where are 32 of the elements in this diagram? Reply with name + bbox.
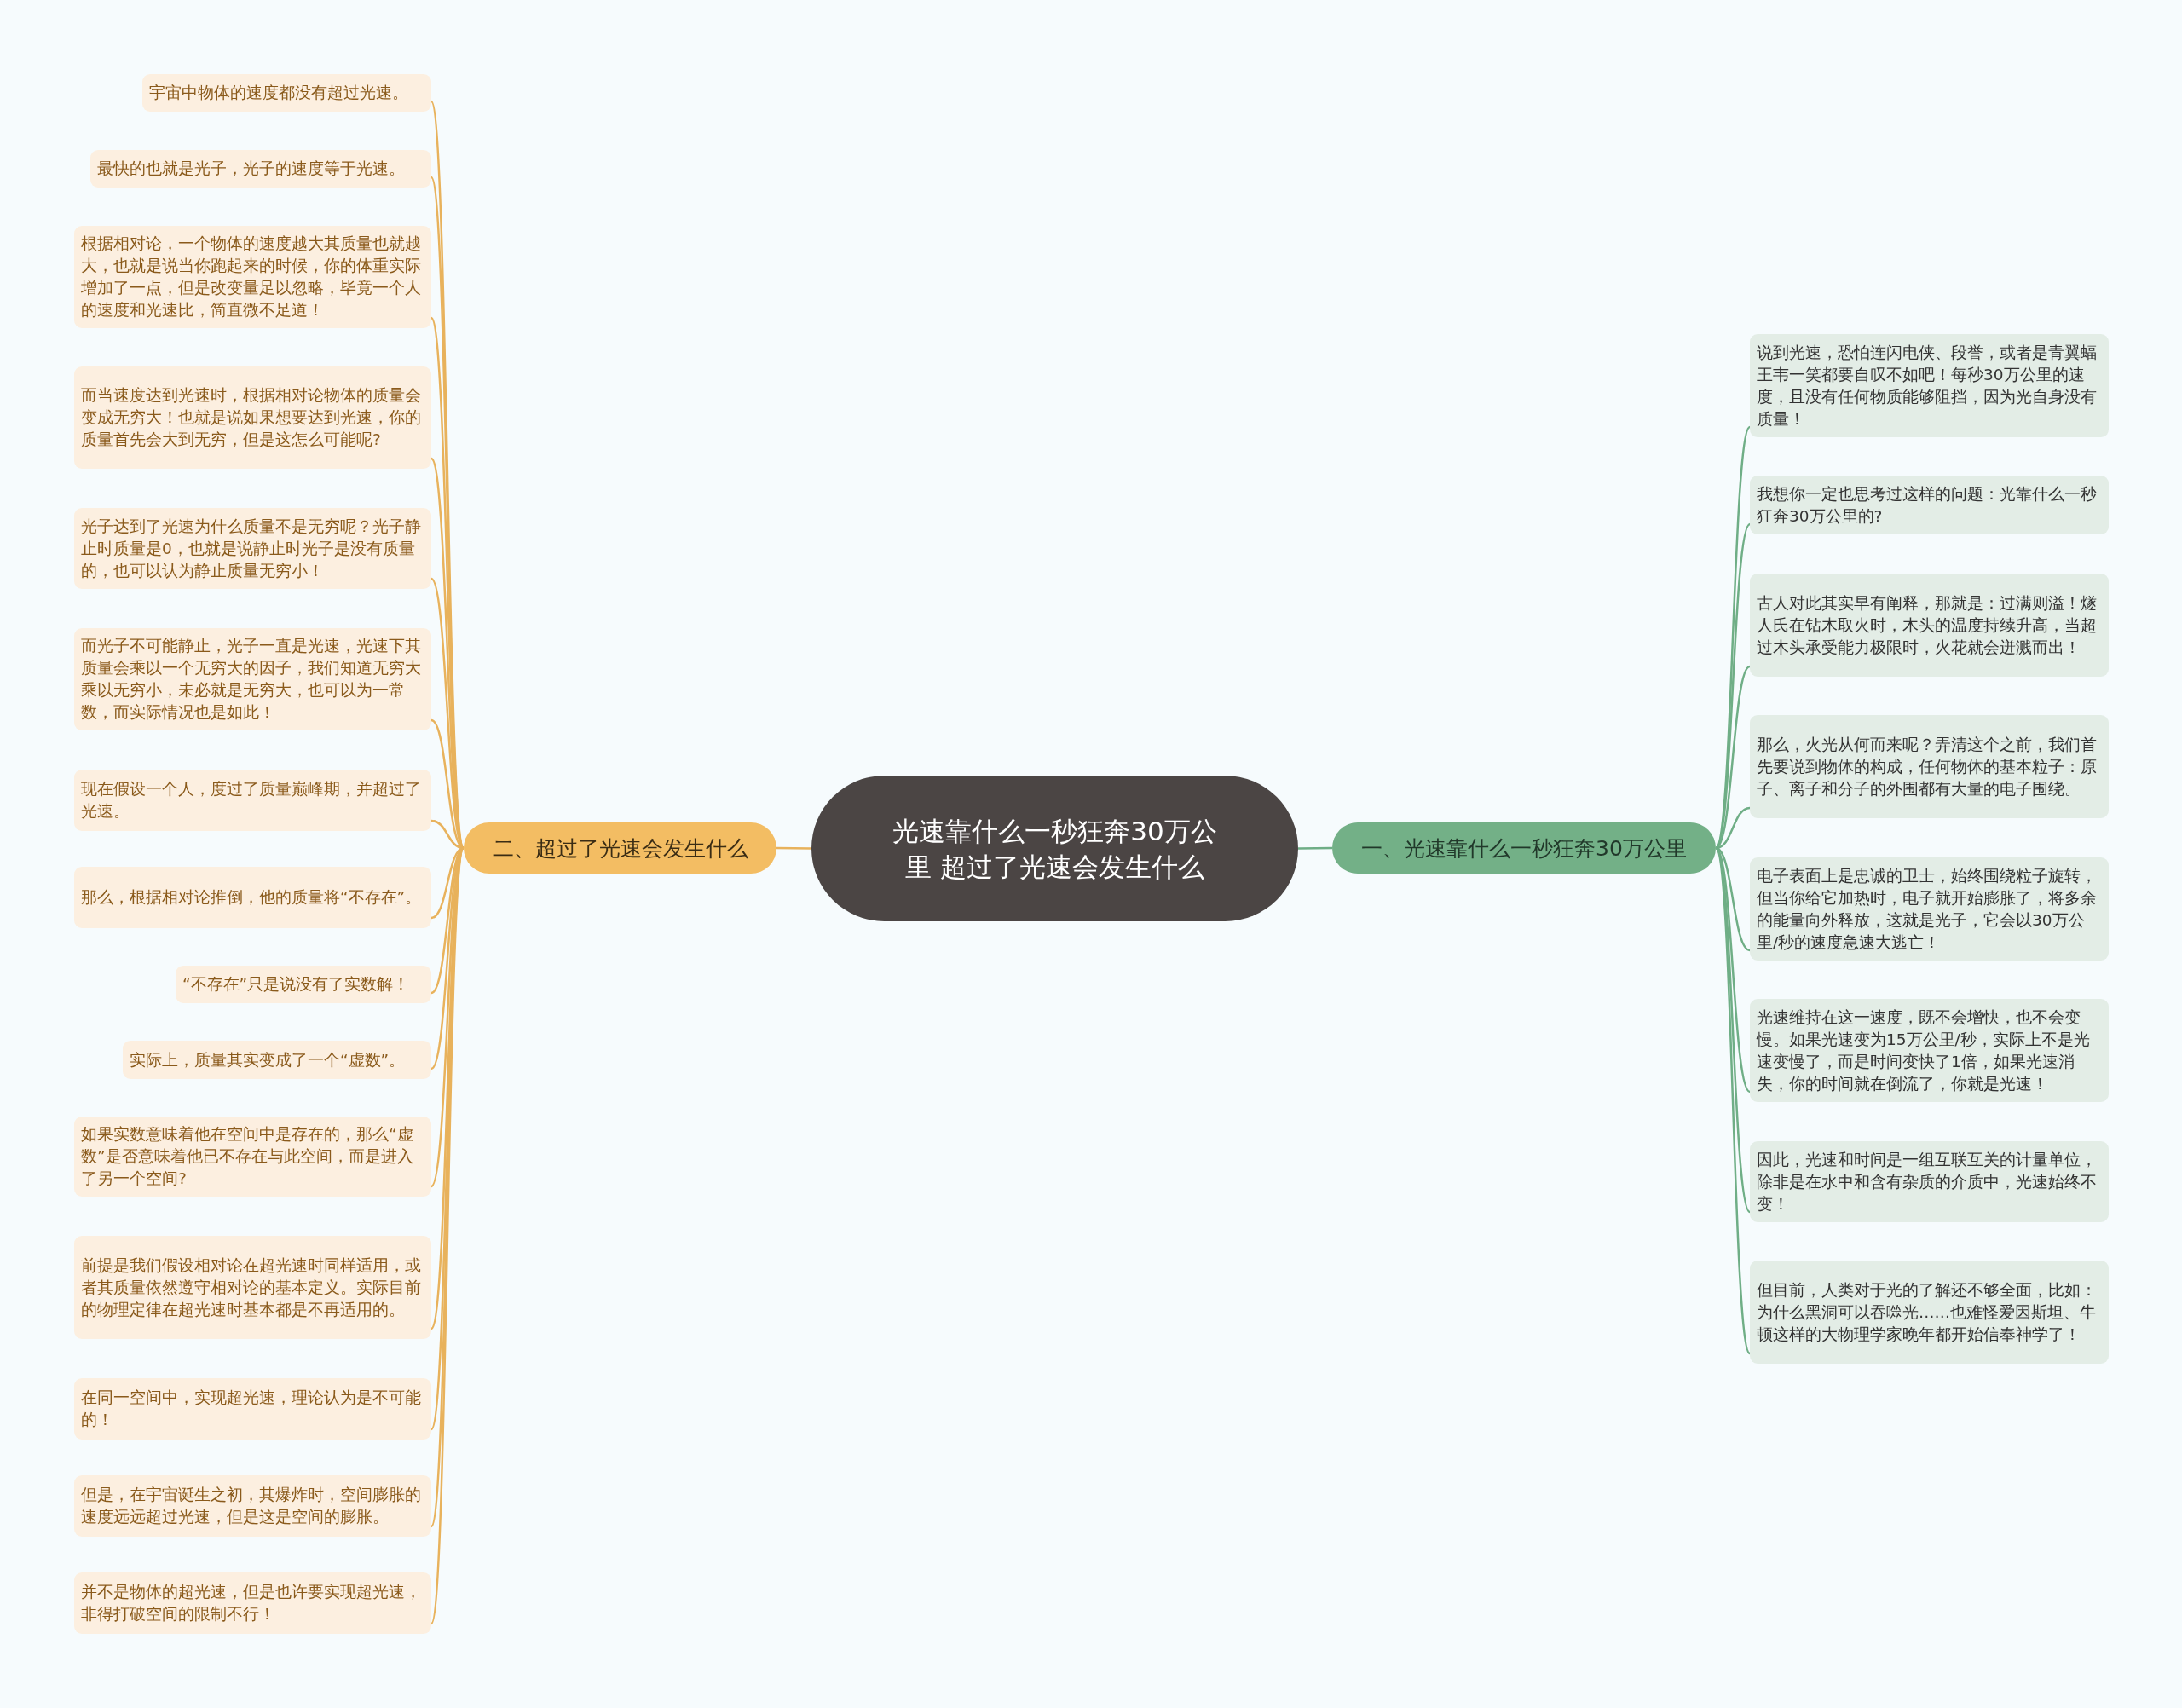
- note-card: 根据相对论，一个物体的速度越大其质量也就越大，也就是说当你跑起来的时候，你的体重实际增加了一点，但是改变量足以忽略，毕竟一个人的速度和光速比，简直微不足道！: [74, 226, 431, 328]
- note-card: 而光子不可能静止，光子一直是光速，光速下其质量会乘以一个无穷大的因子，我们知道无穷大乘以无穷小，未必就是无穷大，也可以为一常数，而实际情况也是如此！: [74, 628, 431, 730]
- connector-line: [1714, 523, 1752, 849]
- note-card: 光子达到了光速为什么质量不是无穷呢？光子静止时质量是0，也就是说静止时光子是没有质量的，也可以认为静止质量无穷小！: [74, 508, 431, 589]
- note-card: 电子表面上是忠诚的卫士，始终围绕粒子旋转，但当你给它加热时，电子就开始膨胀了，将多余的能量向外释放，这就是光子，它会以30万公里/秒的速度急速大逃亡！: [1750, 857, 2109, 961]
- note-card: 因此，光速和时间是一组互联互关的计量单位，除非是在水中和含有杂质的介质中，光速始终不变！: [1750, 1141, 2109, 1222]
- note-card: 前提是我们假设相对论在超光速时同样适用，或者其质量依然遵守相对论的基本定义。实际目前的物理定律在超光速时基本都是不再适用的。: [74, 1236, 431, 1339]
- note-card: 古人对此其实早有阐释，那就是：过满则溢！燧人氏在钻木取火时，木头的温度持续升高，当超过木头承受能力极限时，火花就会迸溅而出！: [1750, 574, 2109, 677]
- note-card: 我想你一定也思考过这样的问题：光靠什么一秒狂奔30万公里的?: [1750, 476, 2109, 534]
- note-card: “不存在”只是说没有了实数解！: [176, 966, 431, 1003]
- branch-topic: 二、超过了光速会发生什么: [464, 822, 776, 874]
- connector-line: [1714, 426, 1752, 849]
- note-card: 宇宙中物体的速度都没有超过光速。: [142, 74, 431, 112]
- note-card: 但是，在宇宙诞生之初，其爆炸时，空间膨胀的速度远远超过光速，但是这是空间的膨胀。: [74, 1475, 431, 1537]
- central-topic: 光速靠什么一秒狂奔30万公里 超过了光速会发生什么: [811, 776, 1298, 921]
- note-card: 那么，火光从何而来呢？弄清这个之前，我们首先要说到物体的构成，任何物体的基本粒子：原子、离子和分子的外围都有大量的电子围绕。: [1750, 715, 2109, 818]
- note-card: 而当速度达到光速时，根据相对论物体的质量会变成无穷大！也就是说如果想要达到光速，你的质量首先会大到无穷，但是这怎么可能呢?: [74, 366, 431, 469]
- note-card: 在同一空间中，实现超光速，理论认为是不可能的！: [74, 1378, 431, 1440]
- note-card: 实际上，质量其实变成了一个“虚数”。: [123, 1041, 431, 1079]
- note-card: 最快的也就是光子，光子的速度等于光速。: [90, 150, 431, 188]
- connector-line: [1298, 846, 1332, 850]
- note-card: 如果实数意味着他在空间中是存在的，那么“虚数”是否意味着他已不存在与此空间，而是进入了另一个空间?: [74, 1117, 431, 1197]
- note-card: 说到光速，恐怕连闪电侠、段誉，或者是青翼蝠王韦一笑都要自叹不如吧！每秒30万公里的速度，且没有任何物质能够阻挡，因为光自身没有质量！: [1750, 334, 2109, 437]
- note-card: 那么，根据相对论推倒，他的质量将“不存在”。: [74, 867, 431, 928]
- branch-topic: 一、光速靠什么一秒狂奔30万公里: [1332, 822, 1716, 874]
- connector-line: [1714, 847, 1752, 1354]
- connector-line: [776, 846, 811, 850]
- note-card: 光速维持在这一速度，既不会增快，也不会变慢。如果光速变为15万公里/秒，实际上不是光速变慢了，而是时间变快了1倍，如果光速消失，你的时间就在倒流了，你就是光速！: [1750, 999, 2109, 1102]
- note-card: 并不是物体的超光速，但是也许要实现超光速，非得打破空间的限制不行！: [74, 1572, 431, 1634]
- connector-line: [1714, 847, 1752, 1213]
- note-card: 现在假设一个人，度过了质量巅峰期，并超过了光速。: [74, 770, 431, 831]
- note-card: 但目前，人类对于光的了解还不够全面，比如：为什么黑洞可以吞噬光……也难怪爱因斯坦、牛顿这样的大物理学家晚年都开始信奉神学了！: [1750, 1261, 2109, 1364]
